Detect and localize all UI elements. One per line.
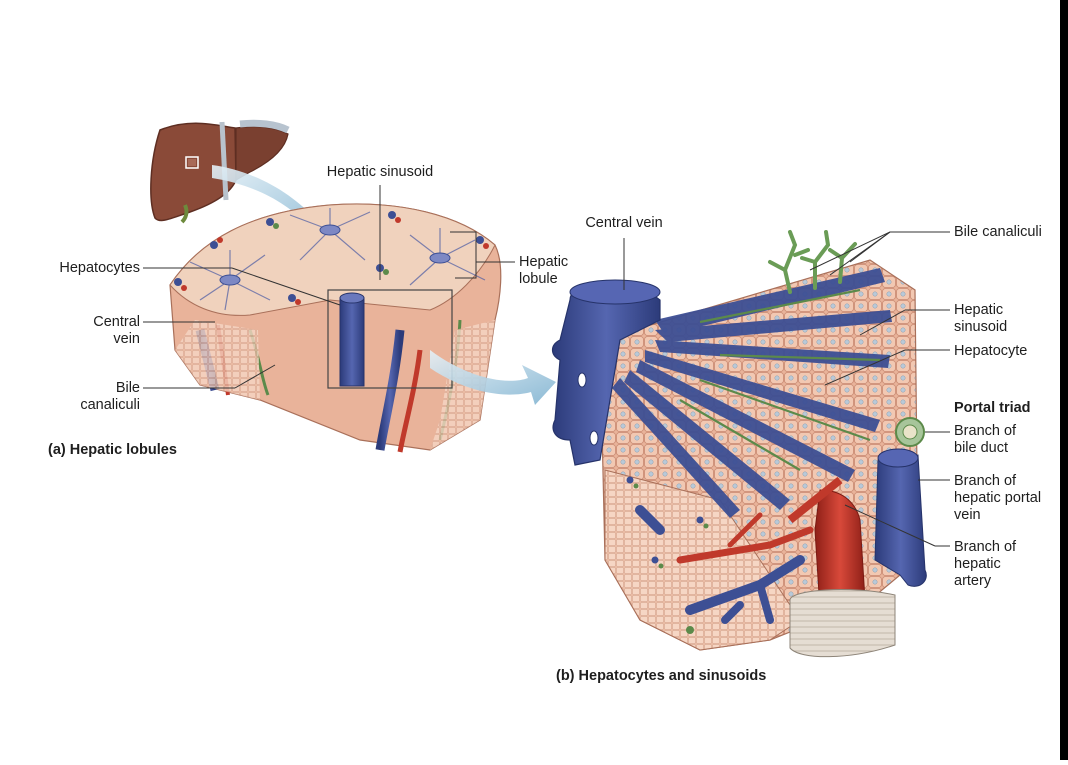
window-edge-bar bbox=[1060, 0, 1068, 760]
caption-panel-a: (a) Hepatic lobules bbox=[48, 442, 177, 458]
lobule-detail-block bbox=[551, 230, 927, 658]
label-branch-hepatic-artery: Branch of hepatic artery bbox=[954, 539, 1017, 589]
label-branch-portal-vein: Branch of hepatic portal vein bbox=[954, 473, 1042, 523]
label-central-vein-a: Central vein bbox=[93, 314, 140, 347]
label-branch-bile-duct: Branch of bile duct bbox=[954, 423, 1017, 456]
liver-organ-icon bbox=[150, 119, 290, 224]
zoom-arrow-b bbox=[430, 350, 556, 405]
label-hepatic-lobule: Hepatic lobule bbox=[519, 254, 569, 287]
label-hepatic-sinusoid-b: Hepatic sinusoid bbox=[954, 302, 1008, 335]
label-bile-canaliculi-b: Bile canaliculi bbox=[954, 224, 1042, 240]
label-portal-triad: Portal triad bbox=[954, 400, 1031, 416]
label-hepatic-sinusoid-a: Hepatic sinusoid bbox=[326, 164, 434, 180]
leader-lines-a bbox=[143, 185, 515, 389]
label-hepatocytes: Hepatocytes bbox=[59, 260, 140, 276]
label-central-vein-b: Central vein bbox=[585, 215, 663, 231]
label-bile-canaliculi-a: Bile canaliculi bbox=[80, 380, 140, 413]
label-hepatocyte: Hepatocyte bbox=[954, 343, 1028, 359]
leader-lines-b bbox=[623, 231, 950, 547]
caption-panel-b: (b) Hepatocytes and sinusoids bbox=[556, 668, 767, 684]
lobule-block bbox=[169, 203, 502, 453]
